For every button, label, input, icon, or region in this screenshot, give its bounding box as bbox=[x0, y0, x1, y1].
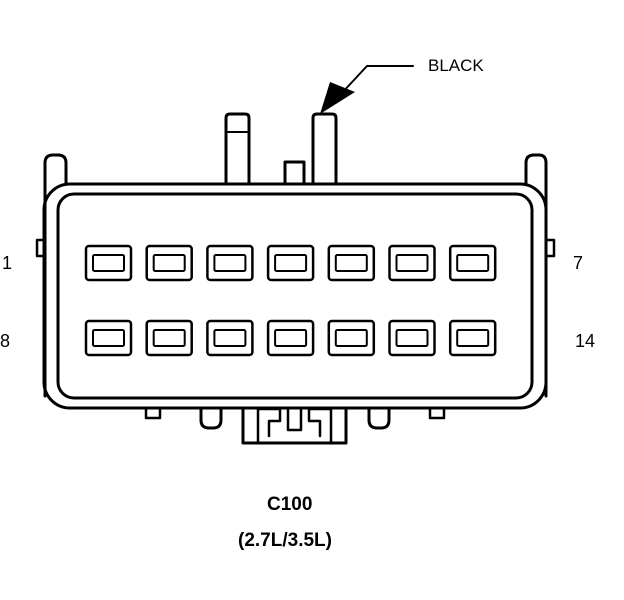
lock-clip-right bbox=[307, 407, 333, 445]
terminal-cavity-8 bbox=[84, 319, 133, 357]
pin-label-1: 1 bbox=[2, 253, 13, 273]
terminal-cavity-5 bbox=[327, 244, 376, 282]
terminal-cavity-inner-3 bbox=[213, 254, 247, 272]
terminal-cavity-inner-11 bbox=[274, 329, 308, 347]
terminal-cavity-inner-4 bbox=[274, 254, 308, 272]
terminal-cavity-inner-10 bbox=[213, 329, 247, 347]
terminal-cavity-11 bbox=[266, 319, 315, 357]
terminal-cavity-inner-8 bbox=[92, 329, 125, 347]
terminal-cavity-inner-6 bbox=[395, 254, 429, 272]
terminal-cavity-4 bbox=[266, 244, 315, 282]
lock-center-post bbox=[286, 406, 303, 432]
terminal-cavity-inner-14 bbox=[456, 329, 490, 347]
lock-clip-left bbox=[256, 407, 282, 445]
terminal-cavity-2 bbox=[145, 244, 193, 282]
latch-tab-left bbox=[224, 112, 251, 186]
callout-label-black: BLACK bbox=[428, 56, 484, 75]
pin-label-8: 8 bbox=[0, 331, 11, 351]
engine-caption: (2.7L/3.5L) bbox=[238, 530, 332, 551]
small-tab-center bbox=[283, 160, 306, 186]
side-key-left bbox=[35, 238, 47, 258]
terminal-cavity-inner-5 bbox=[334, 254, 368, 272]
side-rib-left bbox=[43, 153, 68, 398]
terminal-cavity-inner-9 bbox=[152, 329, 186, 347]
bottom-nub-right bbox=[428, 406, 446, 420]
terminal-cavity-inner-2 bbox=[152, 254, 186, 272]
bottom-post-right bbox=[367, 406, 391, 430]
terminal-cavity-7 bbox=[448, 244, 497, 282]
connector-housing bbox=[42, 182, 548, 410]
pin-label-14: 14 bbox=[575, 331, 596, 351]
terminal-cavity-14 bbox=[448, 319, 497, 357]
terminal-cavity-inner-13 bbox=[395, 329, 429, 347]
terminal-cavity-12 bbox=[327, 319, 376, 357]
terminal-cavity-10 bbox=[206, 319, 254, 357]
terminal-cavity-inner-7 bbox=[456, 254, 490, 272]
terminal-cavity-inner-1 bbox=[92, 254, 125, 272]
terminal-cavity-6 bbox=[388, 244, 436, 282]
terminal-cavity-1 bbox=[84, 244, 133, 282]
callout-leader-line bbox=[339, 65, 414, 96]
callout-arrowhead bbox=[320, 82, 355, 114]
pin-label-7: 7 bbox=[573, 253, 584, 273]
terminal-cavity-3 bbox=[206, 244, 254, 282]
lock-block bbox=[241, 406, 348, 445]
terminal-cavity-inner-12 bbox=[334, 329, 368, 347]
terminal-cavity-13 bbox=[388, 319, 436, 357]
side-rib-right bbox=[524, 153, 548, 398]
connector-inner-wall bbox=[56, 192, 534, 400]
bottom-nub-left bbox=[144, 406, 162, 420]
terminal-cavity-9 bbox=[145, 319, 193, 357]
connector-id-caption: C100 bbox=[267, 494, 313, 515]
side-key-right bbox=[544, 238, 556, 258]
bottom-post-left bbox=[199, 406, 223, 430]
latch-tab-center bbox=[311, 112, 338, 186]
